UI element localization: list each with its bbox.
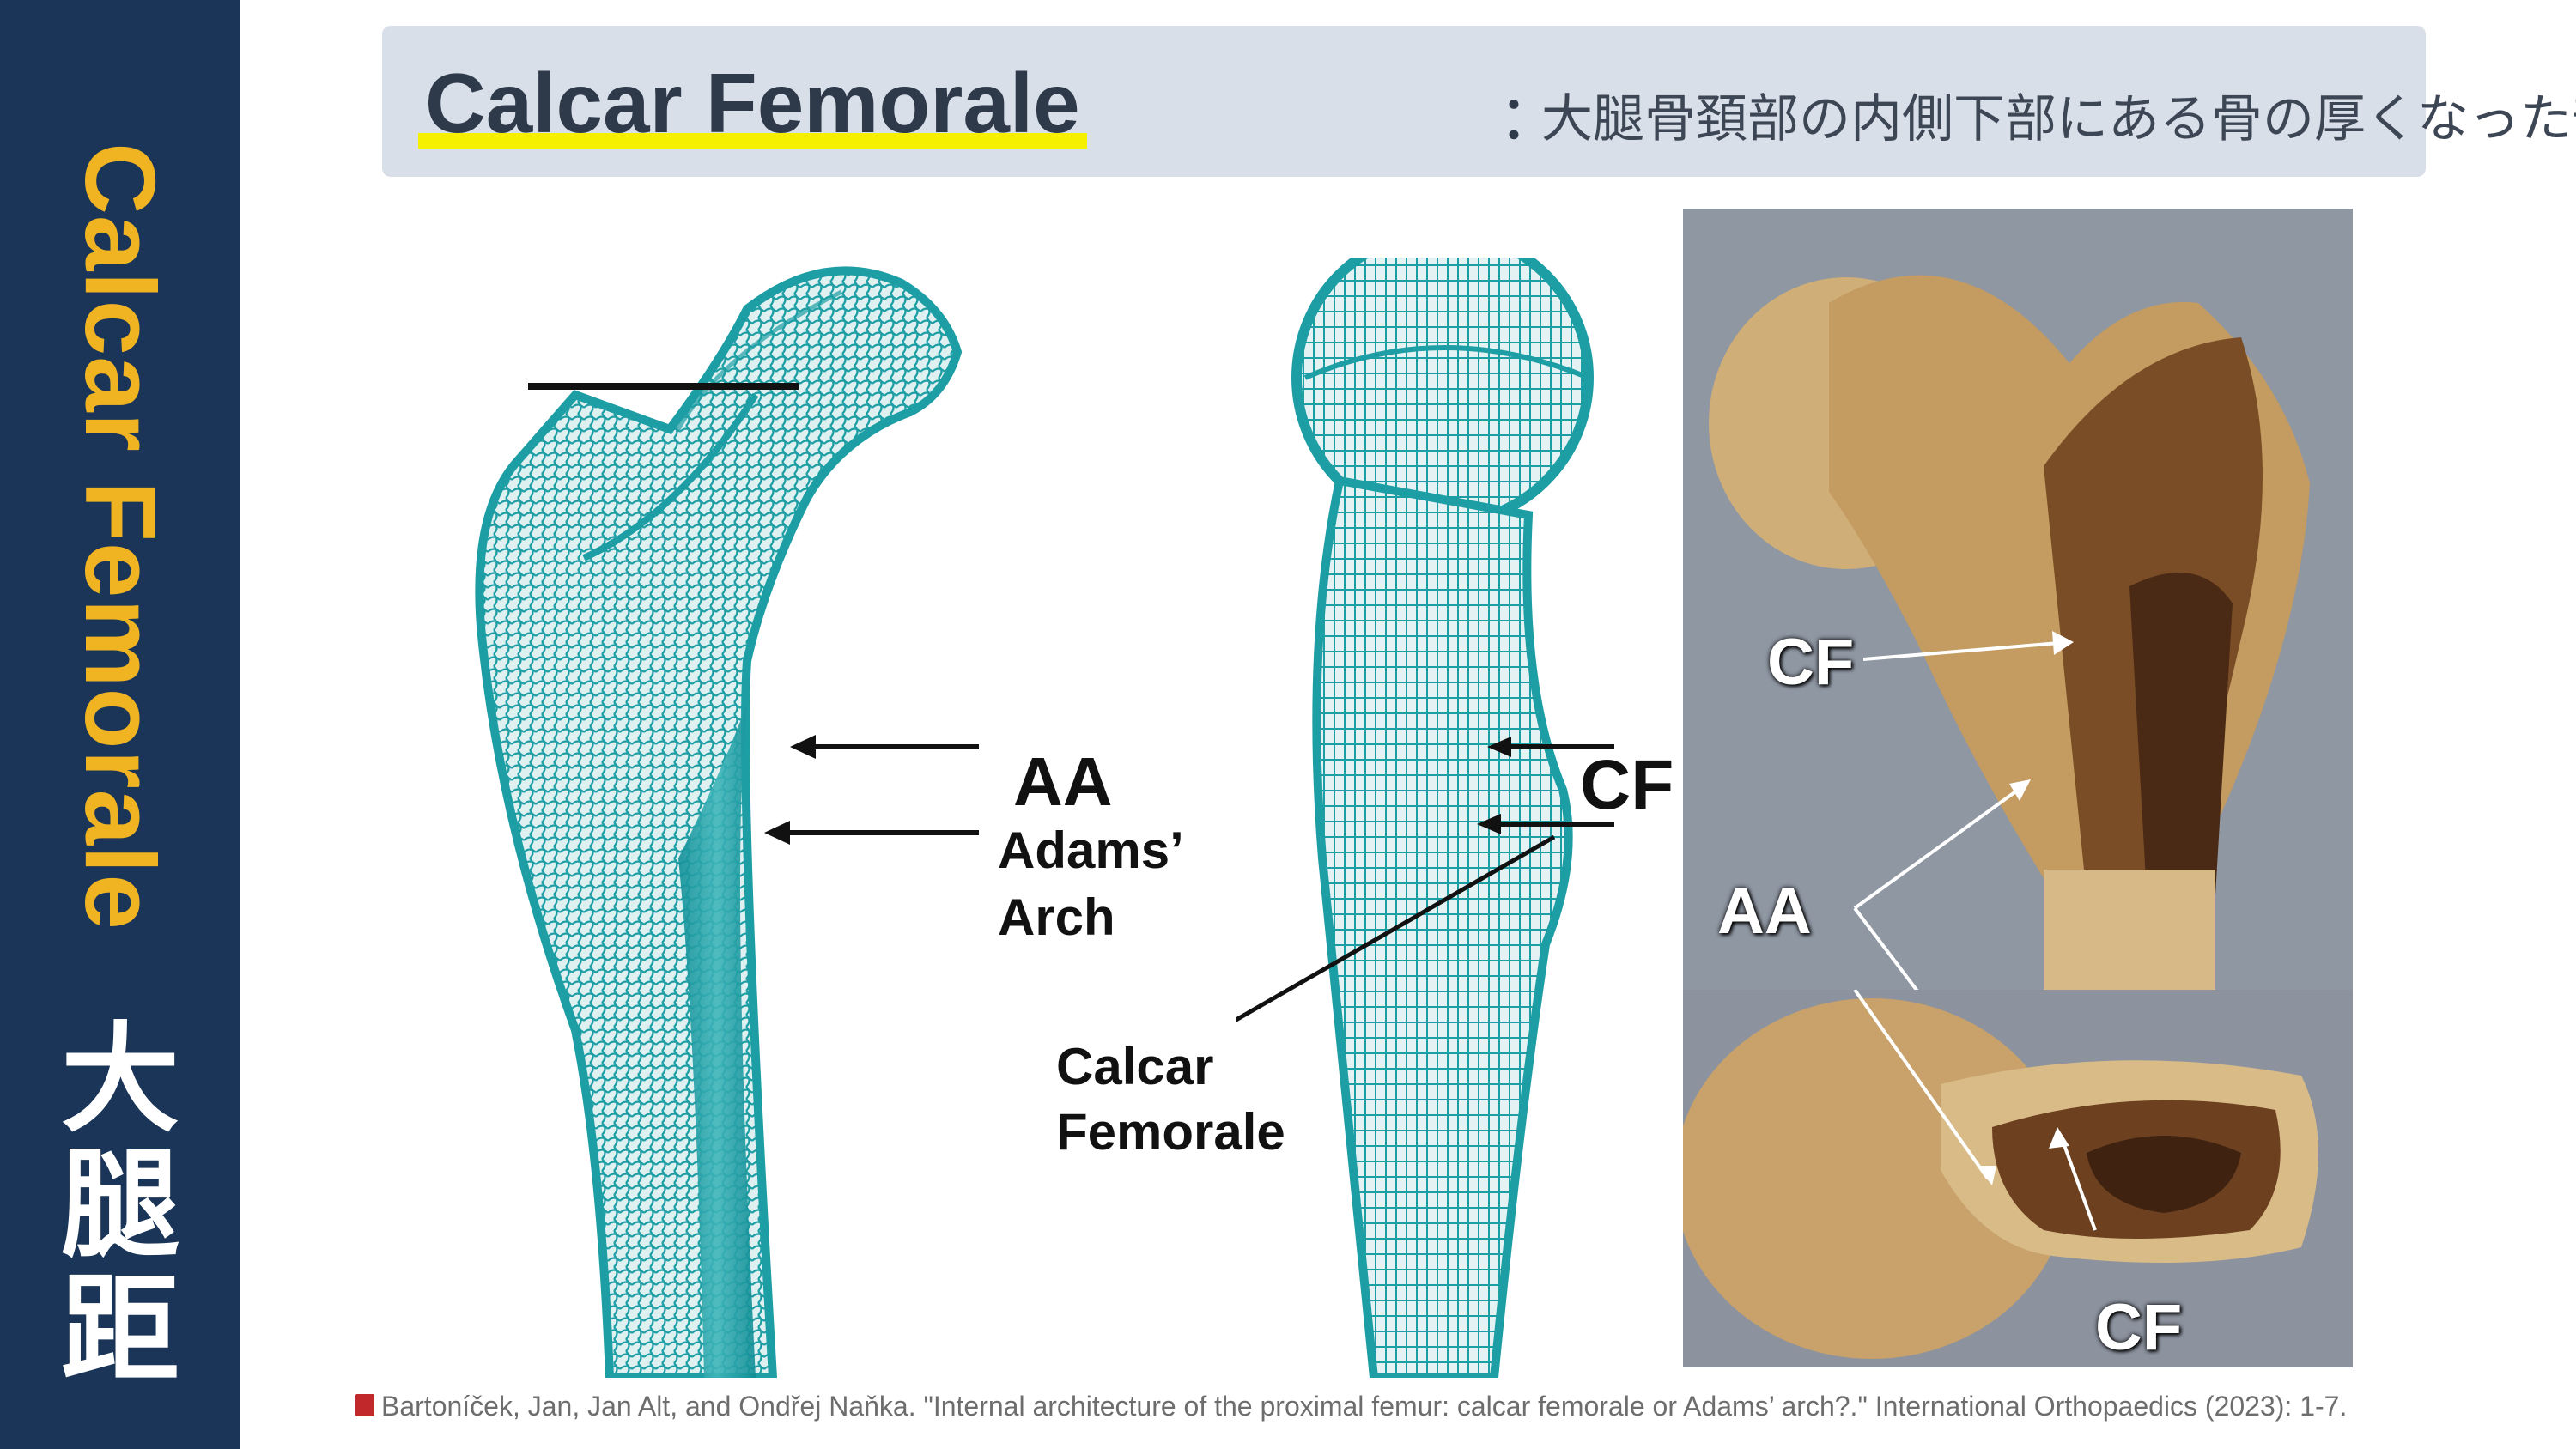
label-aa: AA xyxy=(1013,743,1113,820)
book-icon xyxy=(355,1394,374,1416)
femur-photo-transverse: CF xyxy=(1683,990,2353,1367)
photo-label-cf-bottom: CF xyxy=(2095,1291,2183,1364)
citation: Bartoníček, Jan, Jan Alt, and Ondřej Naň… xyxy=(381,1391,2348,1422)
label-cf: CF xyxy=(1580,746,1674,824)
photo-label-aa: AA xyxy=(1717,875,1812,948)
femur-photo-top-drawing xyxy=(1709,275,2310,990)
femur-lateral-section-image xyxy=(1236,258,1614,1378)
femur-frontal-section-image xyxy=(475,266,979,1378)
label-adams-arch: Adams’ Arch xyxy=(998,822,1184,946)
title-banner: Calcar Femorale ： 大腿骨頚部の内側下部にある骨の厚くなった部分 xyxy=(382,26,2576,177)
sidebar: Calcar Femorale 大 腿 距 xyxy=(0,0,240,1449)
photo-label-cf-top: CF xyxy=(1767,626,1855,699)
sidebar-title-jp: 大 腿 距 xyxy=(60,1010,179,1399)
femur-photo-coronal: CF AA xyxy=(1683,209,2353,990)
banner-title: Calcar Femorale xyxy=(418,55,1087,152)
title-highlight xyxy=(418,133,1087,149)
banner-subtitle: 大腿骨頚部の内側下部にある骨の厚くなった部分 xyxy=(1541,89,2576,149)
banner-colon: ： xyxy=(1498,82,1561,154)
label-calcar-femorale: Calcar Femorale xyxy=(1056,1038,1285,1161)
sidebar-title-en: Calcar Femorale xyxy=(64,142,176,931)
femur-photo-bottom-drawing xyxy=(1683,990,2318,1359)
